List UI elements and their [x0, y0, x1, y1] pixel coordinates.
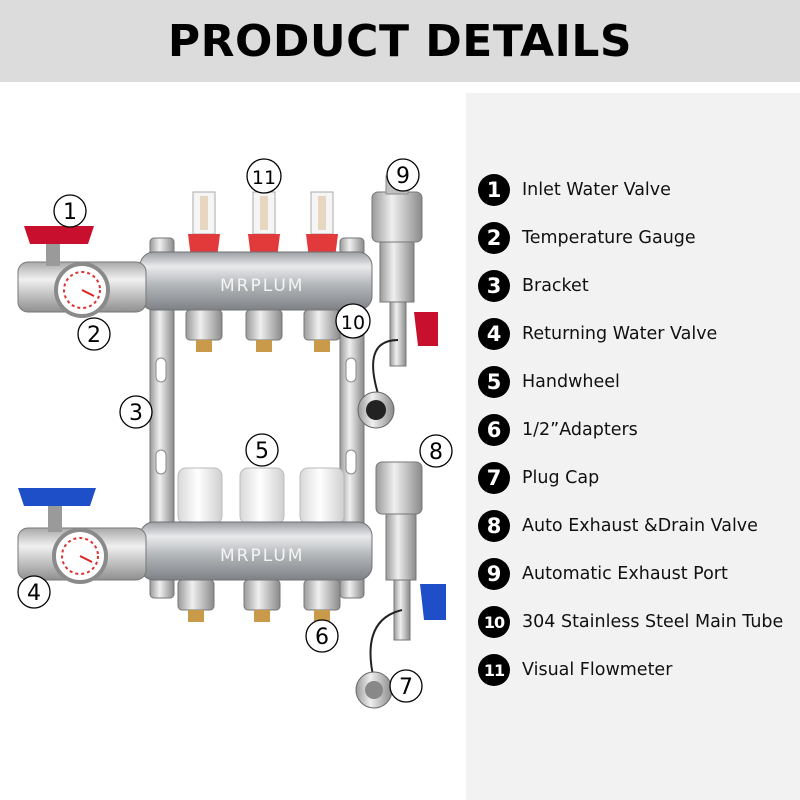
automatic-exhaust-port: [371, 175, 438, 367]
main-tube-top: MRPLUM: [139, 251, 373, 311]
number-badge: 9: [478, 558, 510, 590]
part-label: Temperature Gauge: [522, 228, 696, 248]
list-item: 4 Returning Water Valve: [478, 310, 783, 358]
number-badge: 5: [478, 366, 510, 398]
main-tube-bottom: MRPLUM: [139, 521, 373, 581]
part-label: Bracket: [522, 276, 589, 296]
callout-number: 8: [429, 440, 443, 465]
handwheel-2: [239, 467, 285, 525]
returning-water-valve: [17, 488, 147, 584]
callout-5: 5: [245, 433, 279, 467]
number-badge: 2: [478, 222, 510, 254]
bracket-left: [149, 237, 175, 599]
number-badge: 11: [478, 654, 510, 686]
callout-1: 1: [53, 194, 87, 228]
callout-number: 1: [63, 200, 77, 225]
part-label: Inlet Water Valve: [522, 180, 671, 200]
callout-9: 9: [386, 158, 420, 192]
part-label: Plug Cap: [522, 468, 600, 488]
part-label: Automatic Exhaust Port: [522, 564, 728, 584]
flowmeter-3: [306, 191, 338, 258]
callout-4: 4: [17, 575, 51, 609]
number-badge: 4: [478, 318, 510, 350]
parts-list-panel: [466, 93, 800, 800]
number-badge: 8: [478, 510, 510, 542]
callout-6: 6: [305, 619, 339, 653]
flowmeter-1: [188, 191, 220, 258]
callout-number: 3: [129, 401, 143, 426]
callout-7: 7: [389, 669, 423, 703]
handwheel-1: [177, 467, 223, 525]
page-title: PRODUCT DETAILS: [167, 15, 633, 67]
part-label: 304 Stainless Steel Main Tube: [522, 612, 784, 632]
number-badge: 10: [478, 606, 510, 638]
callout-3: 3: [119, 395, 153, 429]
list-item: 3 Bracket: [478, 262, 783, 310]
number-badge: 6: [478, 414, 510, 446]
list-item: 1 Inlet Water Valve: [478, 166, 783, 214]
number-badge: 7: [478, 462, 510, 494]
list-item: 6 1/2”Adapters: [478, 406, 783, 454]
manifold-diagram: MRPLUM: [17, 158, 453, 709]
list-item: 2 Temperature Gauge: [478, 214, 783, 262]
list-item: 7 Plug Cap: [478, 454, 783, 502]
callout-number: 5: [255, 439, 269, 464]
flowmeter-2: [248, 191, 280, 258]
callout-2: 2: [77, 317, 111, 351]
list-item: 8 Auto Exhaust &Drain Valve: [478, 502, 783, 550]
part-label: 1/2”Adapters: [522, 420, 638, 440]
title-banner: PRODUCT DETAILS: [0, 0, 800, 82]
adapters-bottom: [177, 579, 341, 622]
brand-logo-top: MRPLUM: [220, 276, 304, 296]
part-label: Handwheel: [522, 372, 620, 392]
list-item: 9 Automatic Exhaust Port: [478, 550, 783, 598]
list-item: 10 304 Stainless Steel Main Tube: [478, 598, 783, 646]
number-badge: 3: [478, 270, 510, 302]
callout-number: 2: [87, 323, 101, 348]
callout-10: 10: [335, 303, 371, 339]
callout-number: 6: [315, 625, 329, 650]
part-label: Visual Flowmeter: [522, 660, 673, 680]
list-item: 11 Visual Flowmeter: [478, 646, 783, 694]
handwheel-3: [299, 467, 345, 525]
plug-cap-top: [357, 339, 399, 429]
callout-number: 4: [27, 581, 41, 606]
callout-number: 9: [396, 164, 410, 189]
list-item: 5 Handwheel: [478, 358, 783, 406]
callout-number: 10: [341, 312, 365, 334]
part-label: Returning Water Valve: [522, 324, 718, 344]
callout-11: 11: [246, 158, 282, 194]
inlet-water-valve: [17, 226, 147, 318]
brand-logo-bottom: MRPLUM: [220, 546, 304, 566]
callout-8: 8: [419, 434, 453, 468]
auto-exhaust-drain-valve: [375, 461, 446, 641]
adapters-top: [185, 309, 341, 352]
callout-number: 7: [399, 675, 413, 700]
callout-number: 11: [252, 167, 276, 189]
part-label: Auto Exhaust &Drain Valve: [522, 516, 758, 536]
number-badge: 1: [478, 174, 510, 206]
